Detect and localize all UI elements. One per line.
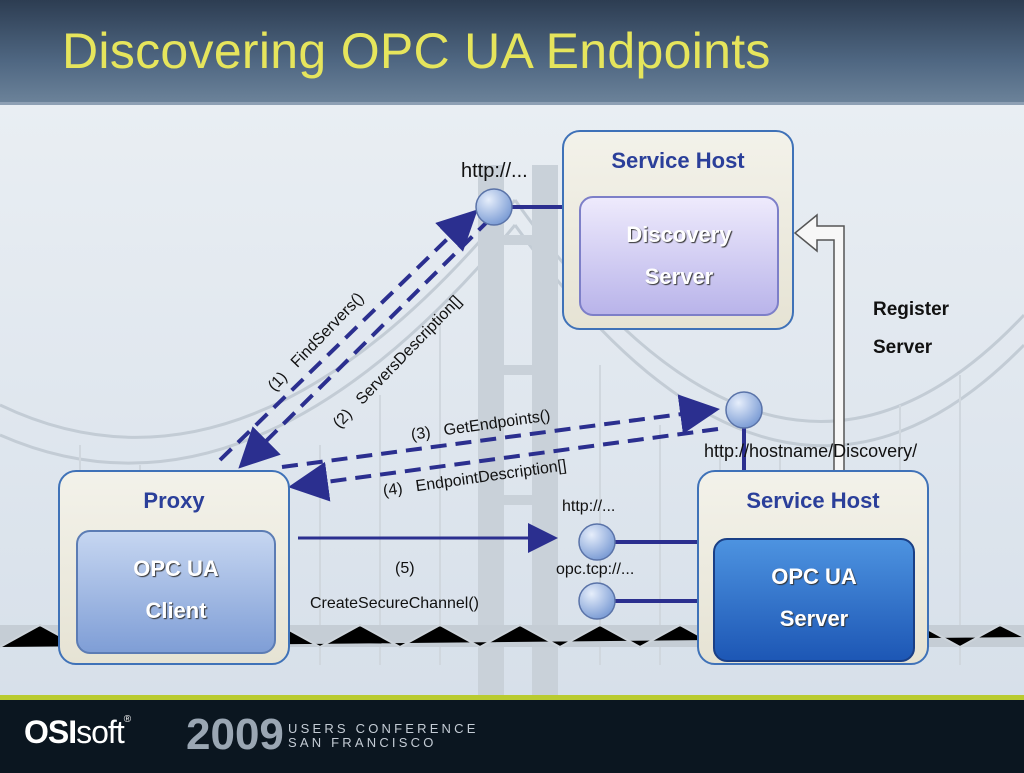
discovery-url-label: http://hostname/Discovery/ bbox=[704, 441, 918, 461]
endpoint-nodes bbox=[475, 188, 763, 620]
server-service-host-title: Service Host bbox=[746, 488, 880, 513]
opc-ua-server-box: OPC UA Server bbox=[713, 538, 915, 662]
footer-bar: OSIsoft® 2009 USERS CONFERENCE SAN FRANC… bbox=[0, 695, 1024, 773]
server-http-label: http://... bbox=[562, 498, 616, 515]
discovery-server-line1: Discovery bbox=[626, 222, 732, 247]
discovery-http-label: http://... bbox=[461, 160, 528, 182]
discovery-server-line2: Server bbox=[644, 264, 714, 289]
endpoint-description-arrow bbox=[288, 427, 719, 502]
server-http-endpoint bbox=[578, 523, 616, 561]
register-label-line2: Server bbox=[873, 337, 933, 358]
server-tcp-endpoint bbox=[578, 582, 616, 620]
client-line2: Client bbox=[145, 598, 207, 623]
servers-description-arrow bbox=[238, 217, 492, 469]
server-line1: OPC UA bbox=[771, 564, 857, 589]
proxy-title: Proxy bbox=[143, 488, 205, 513]
step4-number: (4) bbox=[382, 480, 404, 500]
step5-number: (5) bbox=[395, 560, 415, 577]
register-server-arrow bbox=[793, 213, 845, 496]
osisoft-logo: OSIsoft® bbox=[24, 714, 131, 750]
diagram-area: Service Host Discovery Server Proxy OPC … bbox=[0, 105, 1024, 695]
conference-name: USERS CONFERENCE SAN FRANCISCO bbox=[288, 721, 479, 750]
client-line1: OPC UA bbox=[133, 556, 219, 581]
discovery-service-host-title: Service Host bbox=[611, 148, 745, 173]
discovery-server-box: Discovery Server bbox=[579, 196, 779, 316]
opc-ua-client-box: OPC UA Client bbox=[76, 530, 276, 654]
step3-number: (3) bbox=[410, 424, 432, 444]
discovery-service-host-box: Service Host Discovery Server bbox=[562, 130, 794, 330]
server-tcp-label: opc.tcp://... bbox=[556, 561, 635, 578]
proxy-box: Proxy OPC UA Client bbox=[58, 470, 290, 665]
server-discovery-endpoint bbox=[725, 391, 763, 429]
get-endpoints-arrow bbox=[281, 394, 720, 469]
register-label-line1: Register bbox=[873, 299, 950, 320]
find-servers-arrow bbox=[218, 209, 478, 462]
server-line2: Server bbox=[779, 606, 849, 631]
slide-title: Discovering OPC UA Endpoints bbox=[62, 23, 771, 79]
conference-year: 2009 bbox=[186, 710, 284, 759]
title-bar: Discovering OPC UA Endpoints bbox=[0, 0, 1024, 105]
diagram-connectors bbox=[218, 205, 845, 603]
step5-text: CreateSecureChannel() bbox=[310, 595, 479, 612]
server-service-host-box: Service Host OPC UA Server bbox=[697, 470, 929, 665]
discovery-http-endpoint bbox=[475, 188, 513, 226]
